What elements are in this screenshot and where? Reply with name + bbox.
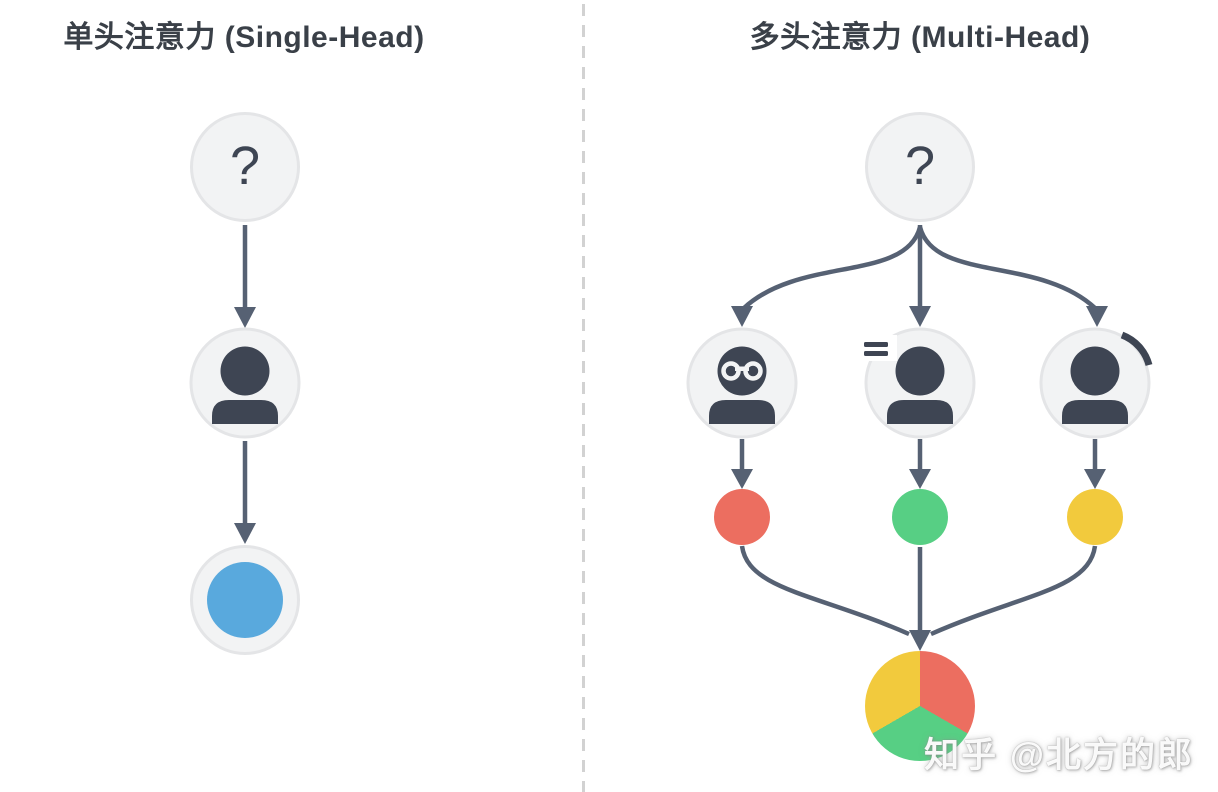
notes-badge-icon [856, 335, 897, 361]
single-query-node: ? [190, 112, 300, 222]
watermark: 知乎 @北方的郎 [924, 736, 1194, 775]
arrowhead [1084, 469, 1106, 489]
panel-divider [582, 4, 585, 792]
person-icon [887, 346, 953, 424]
arrow-multi-query-to-head3 [917, 226, 1097, 310]
multi-head-node-1 [686, 327, 798, 439]
single-attention-head-node [189, 327, 301, 439]
arrow-output3-to-combined [930, 545, 1098, 637]
arrowhead [909, 469, 931, 489]
arrowhead [909, 630, 931, 651]
single-output-fill [207, 562, 283, 638]
arrowhead [234, 523, 256, 544]
person-icon [1062, 346, 1128, 424]
head-3-output-node [1067, 489, 1123, 545]
head-2-output-node [892, 489, 948, 545]
arrowhead [234, 307, 256, 328]
arc-badge-icon [1120, 331, 1153, 367]
arrowhead [731, 306, 753, 327]
person-glasses-icon [709, 346, 775, 424]
head-1-output-node [714, 489, 770, 545]
person-icon [212, 346, 278, 424]
multi-head-title: 多头注意力 (Multi-Head) [749, 21, 1091, 54]
multi-query-node: ? [865, 112, 975, 222]
question-mark-icon: ? [904, 136, 936, 196]
combined-output-pie-node [865, 651, 975, 761]
arrowhead [909, 306, 931, 327]
multi-head-node-3 [1039, 327, 1153, 439]
arrowhead [1086, 306, 1108, 327]
question-mark-icon: ? [229, 136, 261, 196]
single-head-title: 单头注意力 (Single-Head) [63, 21, 425, 54]
arrow-output1-to-combined [739, 545, 910, 637]
single-output-node [190, 545, 300, 655]
arrow-multi-query-to-head1 [742, 226, 923, 310]
arrowhead [731, 469, 753, 489]
multi-head-node-2 [856, 327, 976, 439]
